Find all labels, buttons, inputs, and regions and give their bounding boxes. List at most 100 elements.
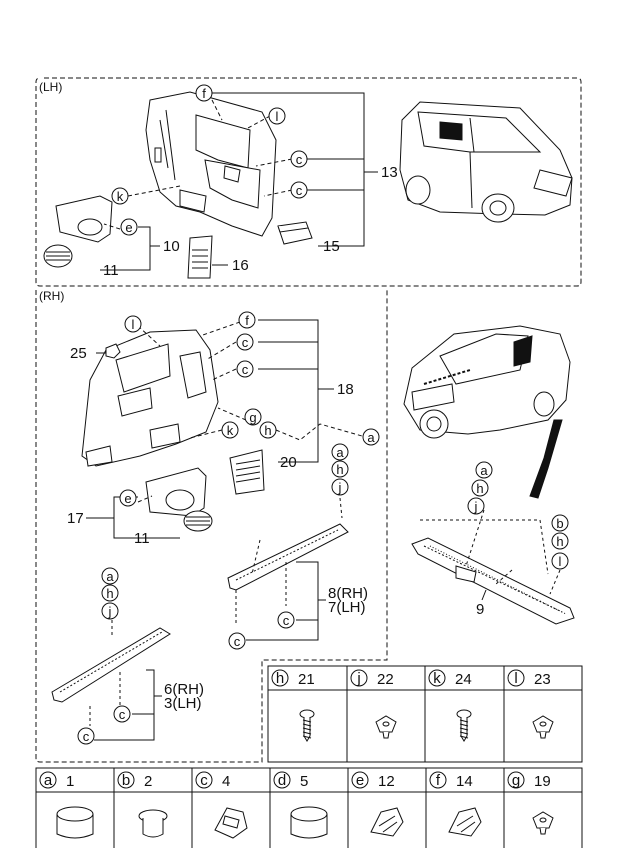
part-number-6: 6(RH) [164,681,204,698]
callout-rh-c2: c [236,360,254,378]
callout-s1-c2: c [228,632,246,650]
legend-letter-circle [39,771,57,789]
callout-sc-j: j [467,497,485,515]
callout-lh-c1: c [290,150,308,168]
part-number-7: 7(LH) [328,599,366,616]
sill-leaders [89,497,561,741]
callout-lh-e: e [120,218,138,236]
callout-s2-c1: c [113,705,131,723]
rh-clip-25 [105,343,121,359]
svg-text:a: a [106,569,114,584]
part-number-11-lh: 11 [103,262,119,279]
clip-nut-icon [532,715,554,739]
legend-letter: d [278,772,286,789]
callout-lh-k: k [111,187,129,205]
callout-s2-h: h [101,584,119,602]
screw-icon [456,709,472,742]
legend-letter: f [436,772,441,789]
part-number-11-rh: 11 [134,530,150,547]
rh-lamp-cover [145,467,207,517]
part-number-15: 15 [323,238,340,255]
callout-s1-j: j [331,478,349,496]
svg-text:l: l [132,317,135,332]
callout-rh-h: h [259,421,277,439]
push-clip-icon [138,809,168,838]
rh-vehicle-illustration [403,325,571,439]
sill-plate-lower [51,627,171,703]
lh-leaders [100,92,378,271]
legend-letter-circle [351,771,369,789]
legend-part-number: 23 [534,671,551,688]
lh-mat-pad [187,235,213,279]
callout-s2-c2: c [77,727,95,745]
rh-leaders [86,319,363,539]
legend-letter: h [276,670,284,687]
callout-sc-b: b [551,514,569,532]
legend-letter-circle [429,771,447,789]
callouts: f l c c k e l f c c g k h a e a h j c c … [77,84,569,745]
svg-text:h: h [106,586,113,601]
svg-text:j: j [474,499,478,514]
part-number-13: 13 [381,164,398,181]
clip-nut-icon [375,715,397,739]
svg-text:e: e [125,220,132,235]
callout-s2-j: j [101,602,119,620]
part-number-20: 20 [280,454,297,471]
svg-text:e: e [124,491,131,506]
legend-part-number: 12 [378,773,395,790]
lh-frame [35,77,582,287]
legend-letter: j [356,670,360,687]
svg-text:c: c [283,613,290,628]
plug-cap-icon [56,806,94,839]
legend-letter-circle [350,669,368,687]
part-number-labels: 13 15 10 11 16 25 18 20 17 11 8(RH) 7(LH… [67,164,484,712]
legend-part-number: 24 [455,671,472,688]
callout-rh-c1: c [236,333,254,351]
part-number-3: 3(LH) [164,695,202,712]
legend-letter-circle [195,771,213,789]
spring-clip-icon [448,807,482,837]
part-number-8: 8(RH) [328,585,368,602]
svg-text:h: h [556,534,563,549]
svg-text:j: j [338,480,342,495]
callout-s2-a: a [101,567,119,585]
svg-text:c: c [296,152,303,167]
retainer-clip-icon [214,807,248,839]
screw-icon [299,709,315,742]
callout-rh-l: l [124,315,142,333]
callout-rh-e: e [119,489,137,507]
legend-letter-circle [507,669,525,687]
callout-rh-a: a [362,428,380,446]
svg-text:f: f [202,86,206,101]
svg-text:l: l [559,554,562,569]
legend-part-number: 4 [222,773,230,790]
plug-cap-icon [290,806,328,839]
legend-part-number: 1 [66,773,74,790]
legend-letter: c [200,772,208,789]
legend-part-number: 5 [300,773,308,790]
svg-text:a: a [336,445,344,460]
lh-vehicle-illustration [399,101,573,223]
legend-part-number: 14 [456,773,473,790]
legend-letter: e [356,772,364,789]
clip-nut-icon [532,811,554,835]
lh-lamp-cover [55,195,113,243]
callout-lh-l: l [268,107,286,125]
callout-s1-a: a [331,443,349,461]
callout-lh-f: f [195,84,213,102]
svg-text:k: k [117,189,124,204]
legend-letter-circle [117,771,135,789]
svg-text:c: c [242,362,249,377]
legend-part-number: 2 [144,773,152,790]
lh-quarter-trim-panel [145,91,277,237]
svg-text:g: g [249,410,256,425]
legend-part-number: 19 [534,773,551,790]
